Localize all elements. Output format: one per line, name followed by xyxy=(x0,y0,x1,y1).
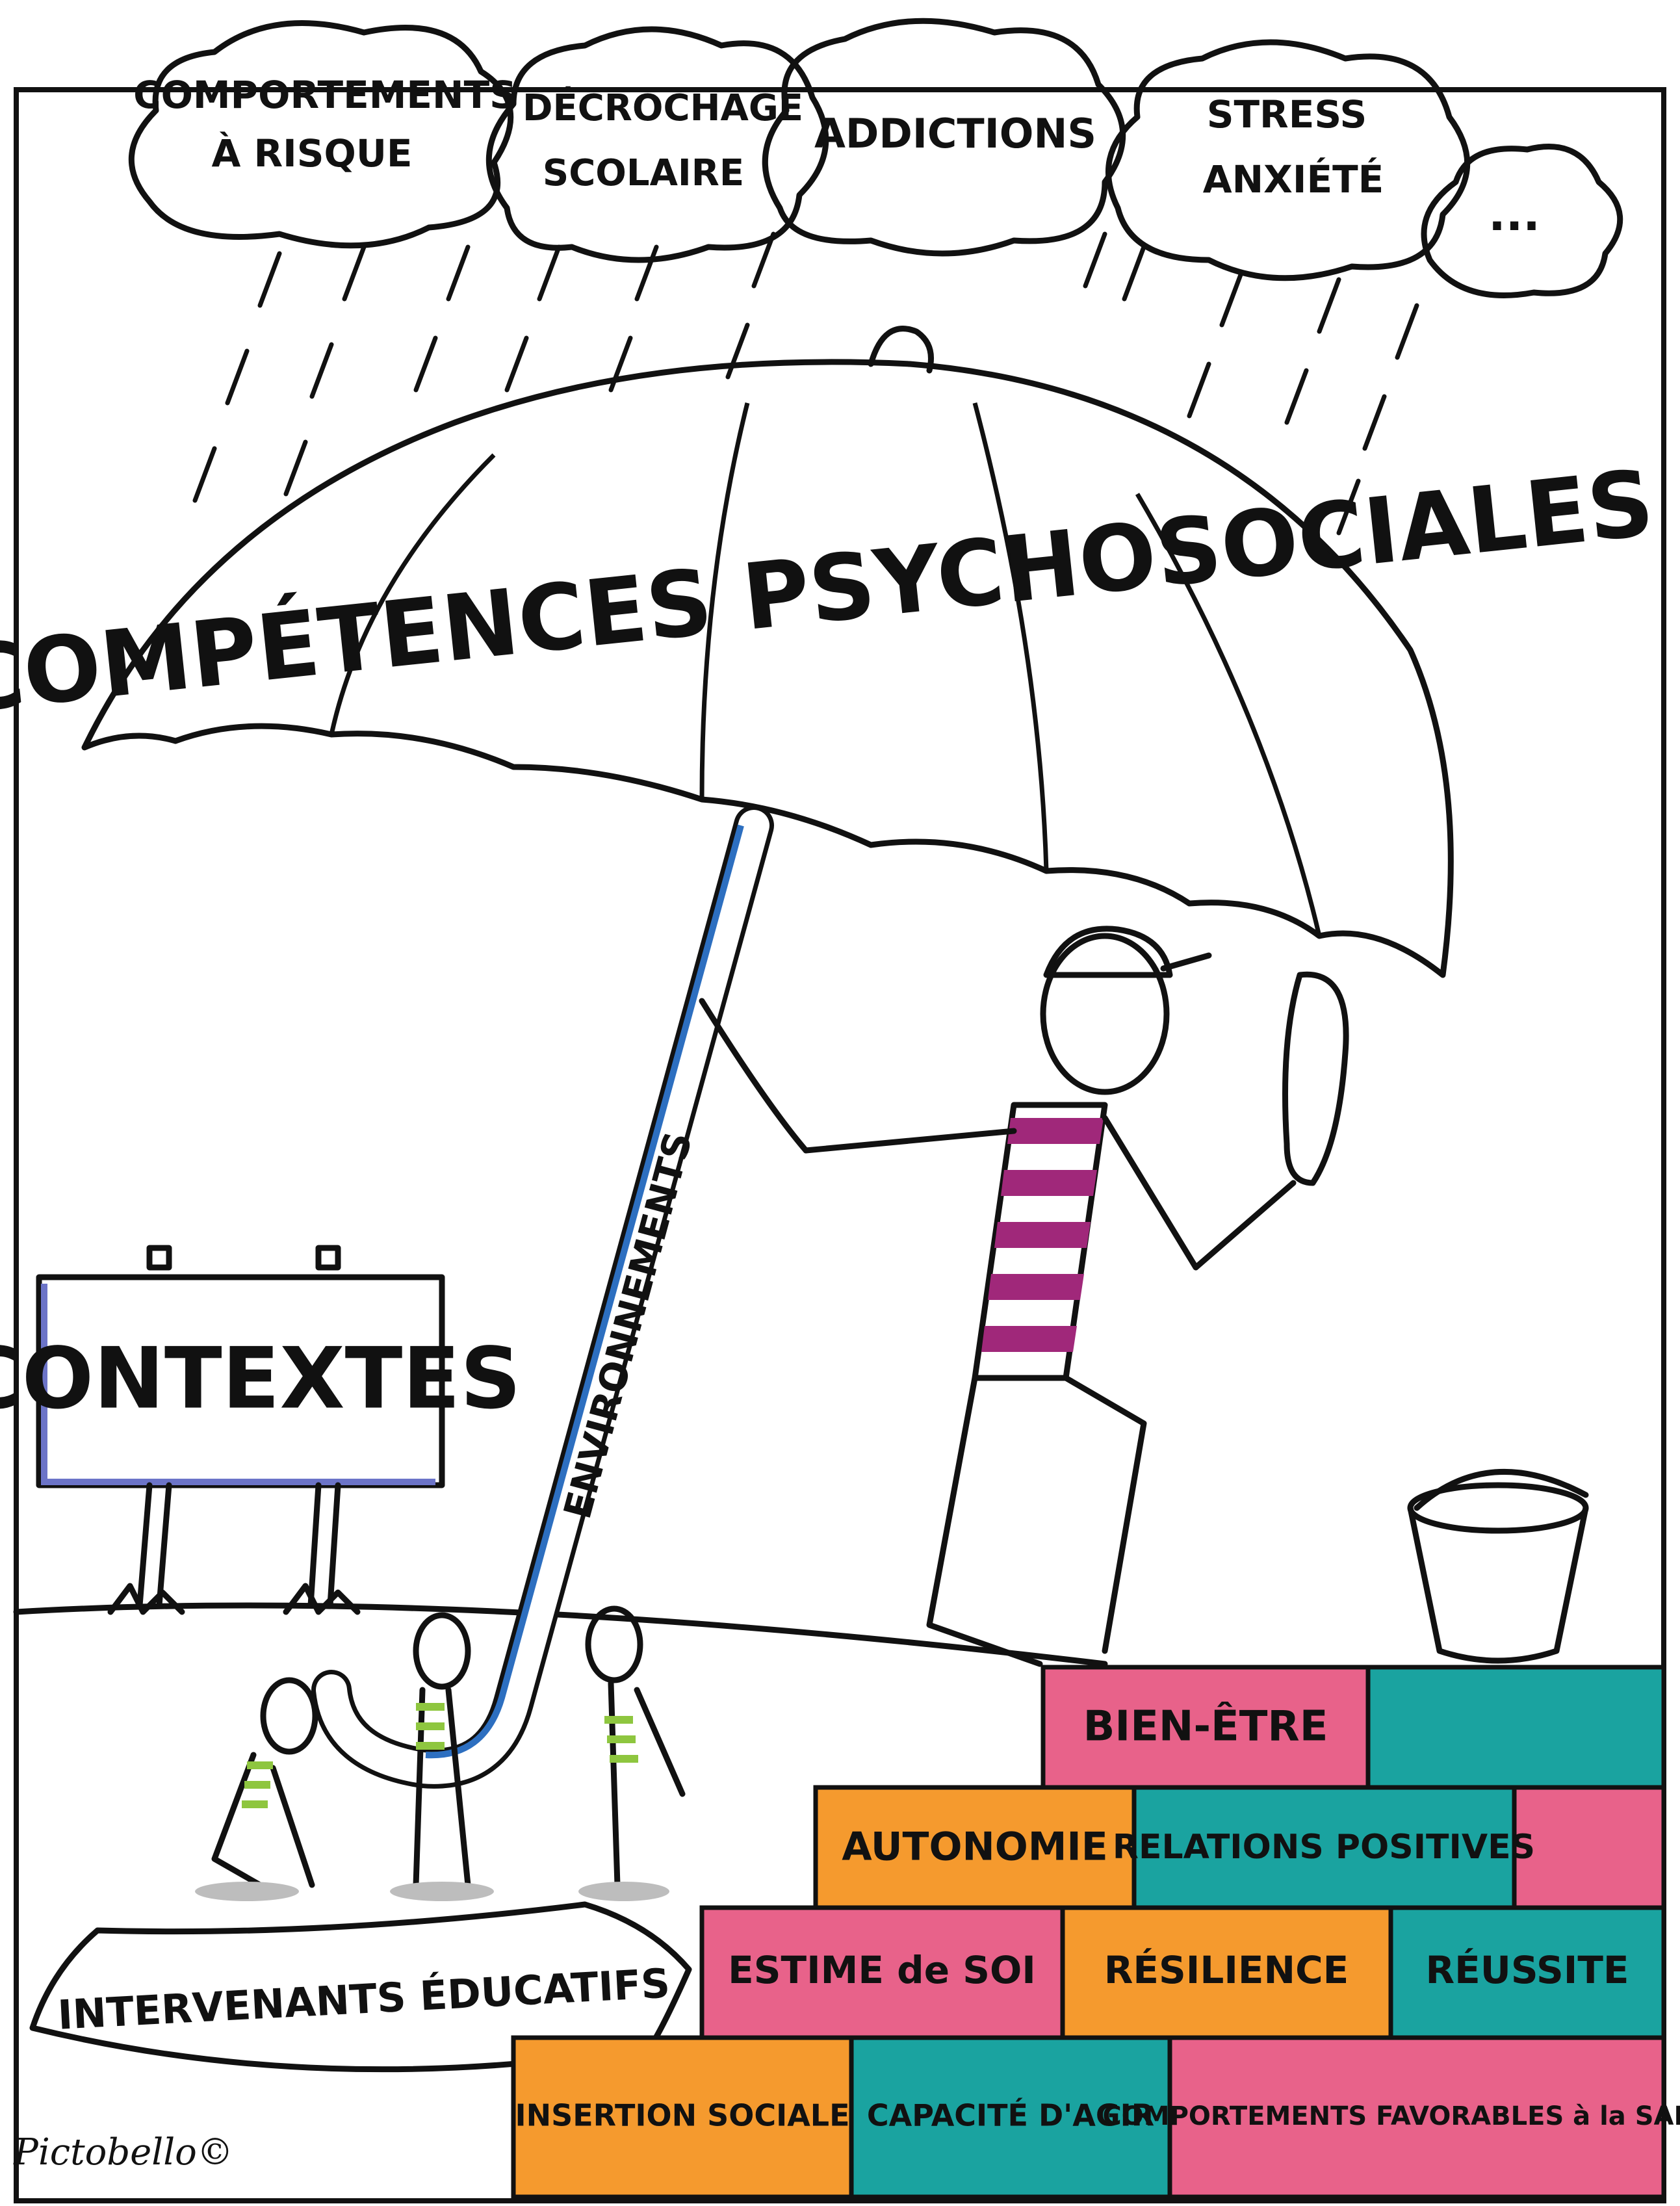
svg-text:STRESS: STRESS xyxy=(1207,92,1367,136)
brick-label: ESTIME de SOI xyxy=(728,1948,1036,1992)
cloud-comportements: COMPORTEMENTS À RISQUE xyxy=(128,19,517,249)
cloud-text-line: COMPORTEMENTS xyxy=(133,73,517,117)
svg-text:DÉCROCHAGE: DÉCROCHAGE xyxy=(523,86,803,129)
svg-text:ADDICTIONS: ADDICTIONS xyxy=(814,110,1096,157)
contextes-sign: CONTEXTES xyxy=(0,1245,521,1615)
brick-empty xyxy=(1512,1785,1666,1910)
brick-label: INSERTION SOCIALE xyxy=(515,2098,849,2133)
brick-label: CAPACITÉ D'AGIR xyxy=(867,2098,1154,2133)
brick-bien-etre xyxy=(1040,1665,1371,1790)
brick-capacite xyxy=(849,2035,1172,2200)
brick-labels: BIEN-ÊTRE AUTONOMIE RELATIONS POSITIVES … xyxy=(515,1702,1680,2133)
cloud-text-line: STRESS xyxy=(1207,92,1367,136)
cloud-text-line: DÉCROCHAGE xyxy=(523,86,803,129)
brick-label: COMPORTEMENTS FAVORABLES à la SANTÉ xyxy=(1102,2100,1680,2131)
helper-head xyxy=(585,1605,643,1683)
main-character xyxy=(699,926,1349,1667)
brick-estime xyxy=(699,1905,1065,2040)
umbrella-canopy xyxy=(81,359,1454,978)
helper-head xyxy=(413,1612,471,1690)
umbrella-shaft: ENVIRONNEMENTS xyxy=(311,805,774,1789)
cloud-addictions: ADDICTIONS xyxy=(762,18,1126,257)
svg-text:SCOLAIRE: SCOLAIRE xyxy=(543,152,744,194)
shaft-label: ENVIRONNEMENTS xyxy=(555,1127,701,1523)
umbrella-title: COMPÉTENCES PSYCHOSOCIALES xyxy=(0,449,1659,734)
brick-label: RÉUSSITE xyxy=(1425,1947,1629,1992)
svg-text:...: ... xyxy=(1488,188,1540,241)
sign-text: CONTEXTES xyxy=(0,1329,521,1428)
umbrella-ribs xyxy=(329,402,1322,937)
cloud-text-line: ADDICTIONS xyxy=(814,110,1096,157)
brick-empty xyxy=(1365,1665,1666,1790)
cloud-decrochage: DÉCROCHAGE SCOLAIRE xyxy=(485,26,829,263)
banner-text: INTERVENANTS ÉDUCATIFS xyxy=(57,1959,671,2038)
ground-line xyxy=(13,1602,1108,1667)
cloud-more: ... xyxy=(1421,144,1623,298)
brick-wall xyxy=(511,1665,1666,2200)
frame xyxy=(14,87,1666,2203)
cap xyxy=(1043,926,1173,978)
brick-label: AUTONOMIE xyxy=(842,1824,1107,1870)
umbrella: COMPÉTENCES PSYCHOSOCIALES xyxy=(0,326,1659,978)
cloud-text-line: ... xyxy=(1488,188,1540,241)
brick-label: RELATIONS POSITIVES xyxy=(1113,1828,1535,1867)
rain xyxy=(192,231,1419,536)
cloud-text-line: SCOLAIRE xyxy=(543,152,744,194)
brick-resilience xyxy=(1060,1905,1393,2040)
umbrella-tip xyxy=(868,326,934,374)
brick-autonomie xyxy=(813,1785,1137,1910)
brick-reussite xyxy=(1388,1905,1666,2040)
cloud-text-line: À RISQUE xyxy=(211,131,412,175)
clouds: COMPORTEMENTS À RISQUE DÉCROCHAGE SCOLAI… xyxy=(128,18,1623,298)
cloud-text-line: ANXIÉTÉ xyxy=(1203,157,1384,201)
trowel xyxy=(1282,971,1349,1186)
bucket xyxy=(1407,1468,1589,1664)
svg-text:ANXIÉTÉ: ANXIÉTÉ xyxy=(1203,157,1384,201)
brick-label: RÉSILIENCE xyxy=(1104,1947,1349,1992)
signature: Pictobello© xyxy=(13,2131,233,2174)
cloud-stress: STRESS ANXIÉTÉ xyxy=(1105,39,1471,281)
brick-comportements xyxy=(1167,2035,1666,2200)
character-head xyxy=(1040,933,1170,1095)
shirt-stripes xyxy=(981,1118,1104,1352)
brick-label: BIEN-ÊTRE xyxy=(1083,1702,1328,1751)
brick-insertion xyxy=(511,2035,854,2200)
helper-figures xyxy=(195,1605,686,1901)
helper-head xyxy=(260,1677,318,1755)
